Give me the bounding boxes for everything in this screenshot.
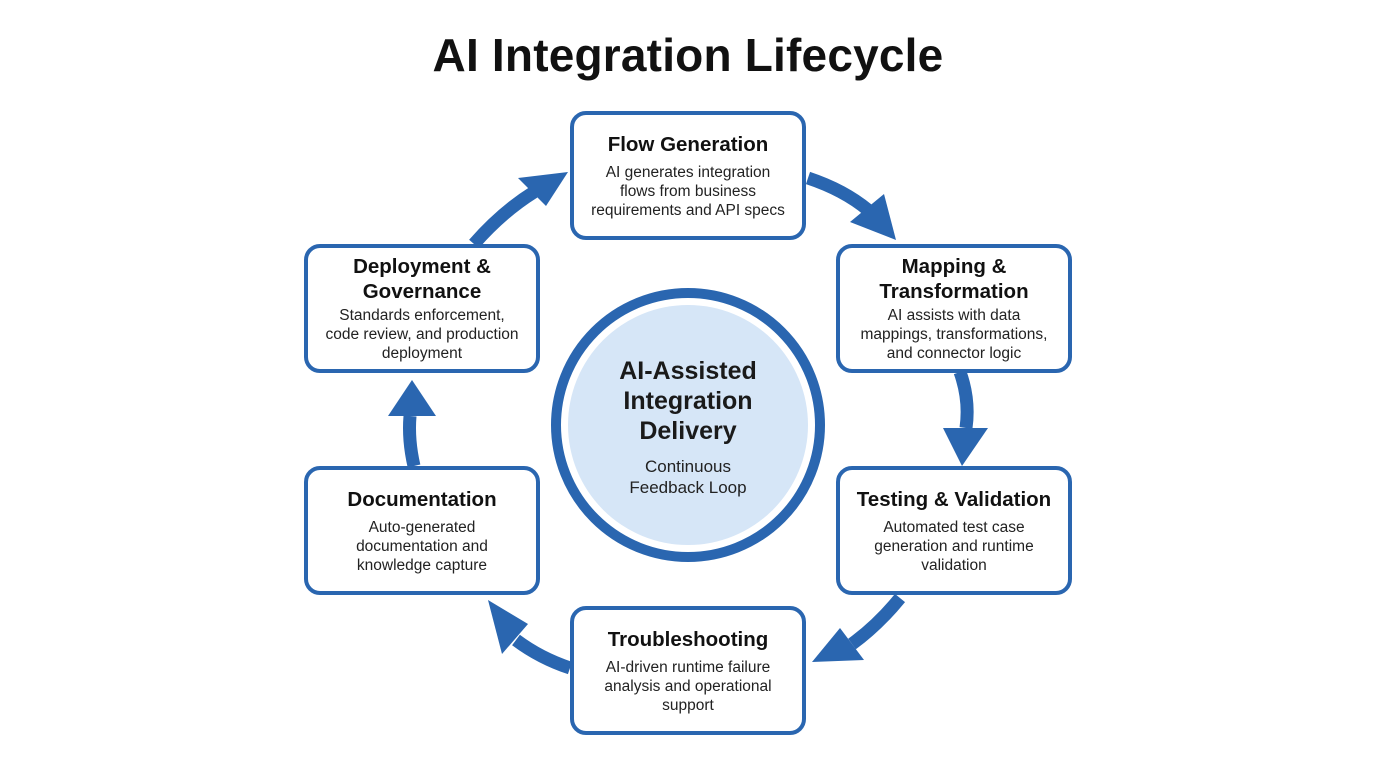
stage-title: Testing & Validation [857, 487, 1051, 512]
stage-title-line: Documentation [347, 487, 497, 511]
stage-title: Flow Generation [608, 132, 769, 157]
arrow-documentation-to-deployment [403, 415, 421, 468]
center-hub-fill: AI-Assisted Integration Delivery Continu… [568, 305, 808, 545]
stage-description-line: analysis and operational [604, 677, 772, 695]
stage-title: Mapping & Transformation [879, 254, 1028, 304]
stage-troubleshooting: Troubleshooting AI-driven runtime failur… [570, 606, 806, 735]
stage-description-line: knowledge capture [356, 556, 488, 574]
stage-description: AI-driven runtime failure analysis and o… [604, 658, 771, 715]
arrow-deployment-to-flow [469, 186, 538, 249]
stage-title-line: Deployment & [353, 255, 491, 278]
arrow-mapping-to-testing [953, 369, 974, 429]
stage-title: Troubleshooting [608, 627, 769, 652]
stage-deployment-governance: Deployment & Governance Standards enforc… [304, 244, 540, 373]
stage-description-line: Automated test case [883, 518, 1025, 536]
stage-description-line: and connector logic [886, 345, 1022, 362]
stage-description-line: mappings, transformations, [860, 326, 1048, 343]
stage-description-line: code review, and production [325, 326, 519, 343]
stage-title-line: Mapping & [901, 255, 1007, 278]
stage-testing-validation: Testing & Validation Automated test case… [836, 466, 1072, 595]
arrowhead-1 [850, 194, 896, 240]
stage-description-line: flows from business [619, 182, 757, 200]
stage-description-line: AI generates integration [605, 163, 771, 181]
stage-flow-generation: Flow Generation AI generates integration… [570, 111, 806, 240]
center-hub: AI-Assisted Integration Delivery Continu… [551, 288, 825, 562]
stage-description: AI assists with data mappings, transform… [861, 306, 1048, 363]
stage-description-line: AI assists with data [887, 307, 1021, 324]
center-title: AI-Assisted Integration Delivery [619, 356, 757, 446]
arrowhead-6 [518, 172, 568, 206]
center-subtitle-line: Feedback Loop [629, 478, 747, 497]
stage-description: Automated test case generation and runti… [874, 518, 1033, 575]
arrow-flow-to-mapping [805, 171, 873, 216]
stage-description-line: generation and runtime [874, 537, 1034, 555]
stage-title: Deployment & Governance [353, 254, 491, 304]
stage-documentation: Documentation Auto-generated documentati… [304, 466, 540, 595]
stage-mapping-transformation: Mapping & Transformation AI assists with… [836, 244, 1072, 373]
stage-description-line: deployment [381, 345, 463, 362]
stage-description-line: support [662, 696, 714, 714]
stage-description: AI generates integration flows from busi… [591, 163, 785, 220]
stage-description-line: requirements and API specs [591, 201, 785, 219]
stage-title-line: Testing & Validation [856, 487, 1052, 511]
center-title-line: AI-Assisted [619, 357, 757, 385]
stage-description-line: validation [921, 556, 987, 574]
arrowhead-5 [388, 380, 436, 416]
stage-description-line: documentation and [356, 537, 488, 555]
stage-description-line: AI-driven runtime failure [605, 658, 771, 676]
arrow-testing-to-troubleshooting [848, 593, 906, 650]
arrow-troubleshooting-to-documentation [512, 634, 573, 675]
stage-description-line: Standards enforcement, [339, 307, 505, 324]
stage-description: Auto-generated documentation and knowled… [356, 518, 488, 575]
diagram-title: AI Integration Lifecycle [432, 29, 944, 81]
center-subtitle-line: Continuous [644, 457, 731, 476]
arrowhead-4 [488, 600, 528, 654]
stage-title-line: Governance [362, 280, 482, 303]
arrowhead-2 [943, 428, 988, 466]
arrowhead-3 [812, 628, 864, 662]
center-title-line: Integration [623, 387, 753, 415]
stage-title: Documentation [347, 487, 496, 512]
center-subtitle: Continuous Feedback Loop [629, 456, 746, 498]
stage-description-line: Auto-generated [368, 518, 476, 536]
stage-title-line: Transformation [879, 280, 1029, 303]
stage-title-line: Troubleshooting [607, 627, 769, 651]
center-title-line: Delivery [639, 417, 737, 445]
stage-description: Standards enforcement, code review, and … [325, 306, 518, 363]
stage-title-line: Flow Generation [607, 132, 769, 156]
